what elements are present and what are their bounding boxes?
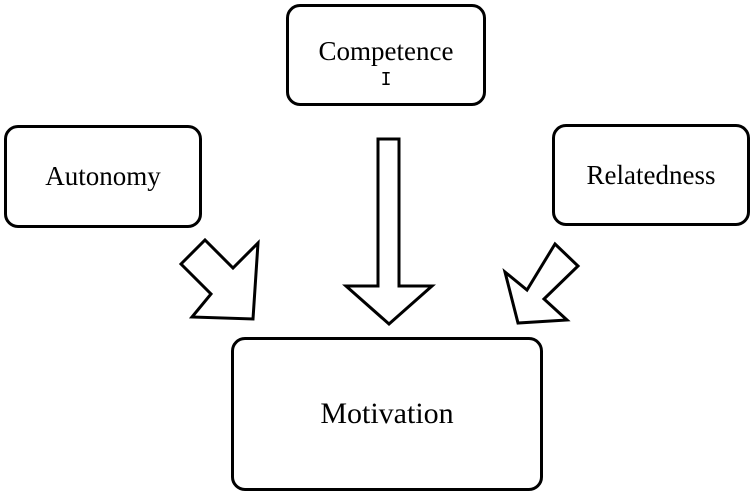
autonomy-node: Autonomy (4, 125, 202, 228)
arrow-autonomy-to-motivation (178, 237, 260, 321)
arrow-competence-to-motivation (342, 137, 436, 327)
motivation-node: Motivation (231, 337, 543, 491)
arrow-relatedness-to-motivation (502, 241, 581, 325)
relatedness-node: Relatedness (552, 124, 750, 226)
relatedness-label: Relatedness (586, 159, 716, 190)
autonomy-label: Autonomy (45, 161, 161, 191)
text-cursor-icon: I (380, 69, 392, 90)
competence-label: Competence (318, 36, 454, 66)
motivation-label: Motivation (320, 397, 454, 430)
competence-node: Competence I (286, 4, 486, 106)
